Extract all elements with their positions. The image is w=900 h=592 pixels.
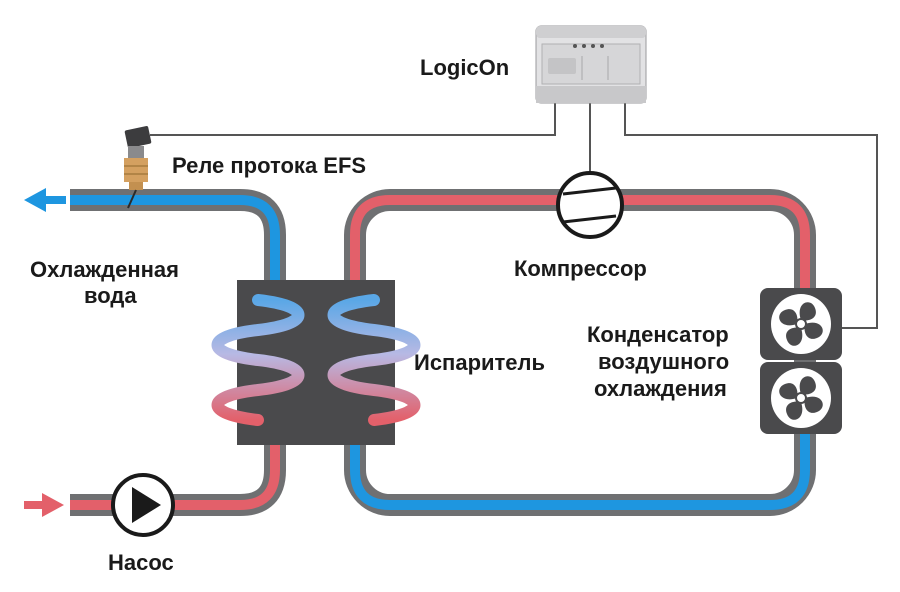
chilled-water-label-line1: Охлажденная bbox=[30, 257, 180, 282]
evaporator-label: Испаритель bbox=[414, 350, 546, 375]
pump-label: Насос bbox=[108, 550, 174, 575]
condenser bbox=[760, 288, 842, 434]
arrow-right-icon bbox=[24, 493, 64, 517]
control-wires bbox=[150, 103, 878, 329]
flow-relay-label: Реле протока EFS bbox=[172, 153, 367, 178]
chilled-water-label-line2: вода bbox=[84, 283, 137, 308]
condenser-label-line3: охлаждения bbox=[594, 376, 727, 401]
controller-device bbox=[535, 25, 647, 104]
evaporator-coil-left bbox=[211, 294, 305, 426]
evaporator-coil-right bbox=[327, 294, 421, 426]
flow-sensor-icon bbox=[124, 126, 152, 209]
compressor-circle-icon bbox=[556, 171, 624, 239]
condenser-label-line2: воздушного bbox=[598, 349, 730, 374]
arrow-left-icon bbox=[24, 188, 66, 212]
fan-icon bbox=[771, 294, 831, 354]
fan-icon bbox=[771, 368, 831, 428]
compressor-label: Компрессор bbox=[514, 256, 647, 281]
controller-label: LogicOn bbox=[420, 55, 510, 80]
pump-triangle-icon bbox=[111, 473, 175, 537]
condenser-label-line1: Конденсатор bbox=[587, 322, 729, 347]
evaporator bbox=[211, 280, 421, 445]
